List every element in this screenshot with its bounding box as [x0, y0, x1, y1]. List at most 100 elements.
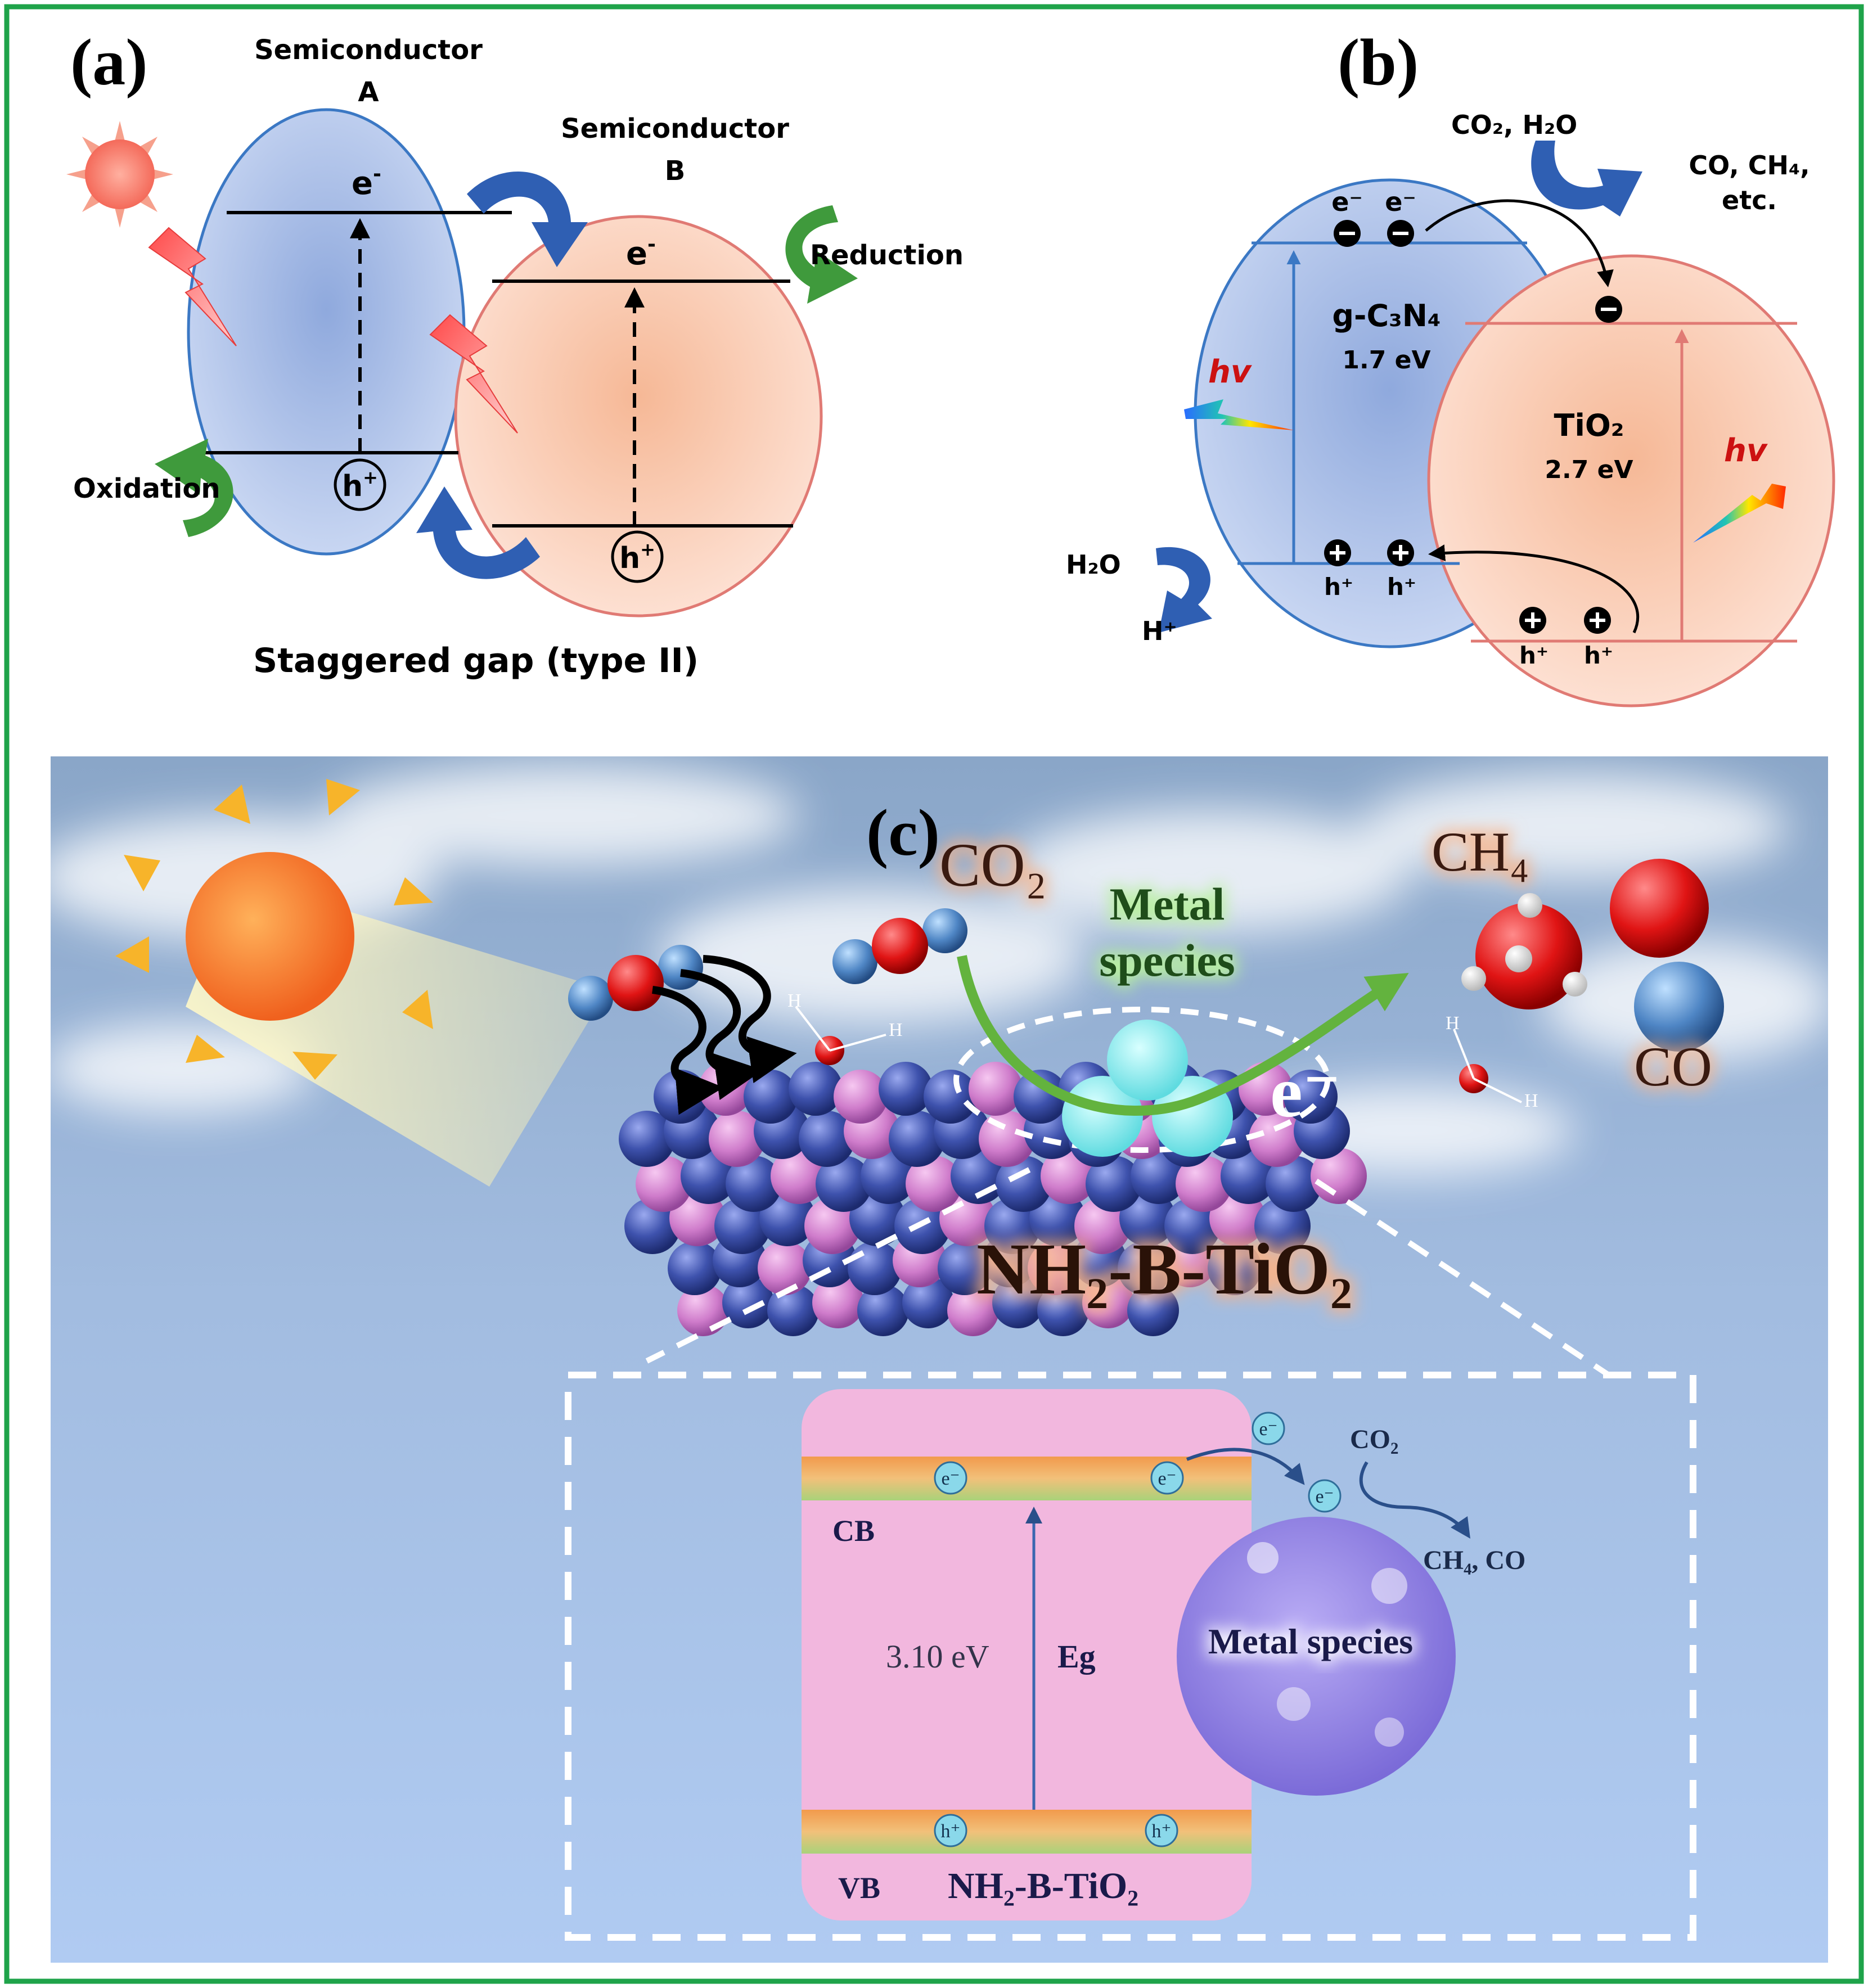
lattice-atom — [789, 1062, 843, 1116]
hole-transfer-arrow — [416, 486, 540, 579]
co-label-glow: CO — [1634, 1035, 1712, 1098]
water-oxidation-arrow — [1156, 547, 1212, 633]
lattice-atom — [924, 1070, 978, 1124]
lattice-atom — [889, 1111, 945, 1167]
electron-big-label: e⁻ — [1270, 1052, 1341, 1133]
inset-electron-1: e⁻ — [934, 1461, 967, 1495]
lattice-atom — [984, 1198, 1041, 1254]
inset-products-label: CH₄, CO — [1423, 1545, 1525, 1575]
reactants-label: CO₂, H₂O — [1451, 110, 1577, 140]
semiconductor-a-label: Semiconductor — [254, 34, 483, 66]
inset-hole-2: h⁺ — [1145, 1814, 1178, 1847]
lattice-atom — [636, 1156, 692, 1212]
co-label-group: CO CO — [1631, 1032, 1716, 1101]
ch4-molecule — [1461, 893, 1587, 1009]
co-label: CO — [1634, 1035, 1712, 1098]
metal-species-label-line2-glow: species — [1099, 935, 1235, 986]
lightning-bolt-icon-b — [429, 314, 518, 434]
water-molecule-2: H H — [1446, 1013, 1538, 1111]
tio2-name: TiO₂ — [1554, 408, 1624, 443]
electron-transfer-arrow-b — [1425, 199, 1614, 287]
band-gap-value: 3.10 eV — [886, 1638, 989, 1675]
lattice-atom — [709, 1111, 765, 1167]
hv-label-gcn: hv — [1208, 354, 1252, 390]
gcn-gap: 1.7 eV — [1342, 346, 1430, 375]
inset-electron-2: e⁻ — [1150, 1461, 1184, 1495]
co2-molecule-1 — [568, 945, 703, 1021]
lattice-atom — [714, 1198, 771, 1254]
tio2-hole-2 — [1584, 607, 1611, 634]
material-label: NH₂-B-TiO₂ — [976, 1229, 1352, 1310]
co2-label-glow: CO₂ — [939, 831, 1047, 899]
transfer-electron-label: e⁻ — [1259, 1419, 1277, 1440]
hole-label-b: h+ — [619, 539, 655, 575]
lattice-atom — [906, 1156, 962, 1212]
transfer-electron-2: e⁻ — [1308, 1479, 1342, 1513]
metal-species-label-group: Metal Metal species species — [1096, 876, 1237, 989]
inset-material-label: NH₂-B-TiO₂ — [948, 1865, 1138, 1906]
panel-a: (a) Semiconductor A — [66, 25, 964, 680]
water-molecule-1: H H — [787, 990, 903, 1065]
gcn-electron-2 — [1387, 220, 1414, 247]
ch4-label: CH₄ — [1432, 821, 1529, 883]
products-label-2: etc. — [1722, 185, 1777, 215]
co2-label-group: CO₂ CO₂ — [936, 827, 1050, 903]
inset-box — [565, 1372, 1696, 1941]
cb-band — [802, 1457, 1252, 1500]
lattice-atom — [624, 1198, 681, 1254]
panel-c: e⁻ H H H — [34, 756, 1834, 1963]
lattice-atom — [1119, 1190, 1176, 1246]
lattice-atom — [857, 1284, 909, 1336]
ch4-label-group: CH₄ CH₄ — [1428, 817, 1533, 886]
h-atom-label: H — [787, 990, 802, 1011]
tio2-hole-1 — [1519, 607, 1546, 634]
tio2-electron — [1595, 296, 1622, 323]
semiconductor-b-particle — [454, 215, 823, 617]
co-molecule — [1610, 859, 1724, 1052]
electron-to-metal-arrow — [1186, 1448, 1305, 1485]
hv-label-tio2: hv — [1724, 432, 1768, 469]
light-bolt-icon-tio2 — [1693, 484, 1786, 543]
metal-species-label-line2: species — [1099, 935, 1235, 986]
gcn-electron-label-1: e⁻ — [1331, 187, 1362, 217]
oxidation-arrow — [155, 439, 233, 537]
electron-label-a: e- — [352, 163, 381, 202]
lattice-atom — [1209, 1190, 1266, 1246]
lattice-atom — [812, 1277, 864, 1328]
lattice-atom — [1029, 1190, 1086, 1246]
lattice-atom — [1254, 1198, 1311, 1254]
metal-species-label-line1: Metal — [1110, 878, 1225, 930]
zoom-line-left — [645, 1167, 1031, 1364]
inset-co2-label: CO₂ — [1350, 1424, 1398, 1454]
active-site-highlight — [953, 1007, 1330, 1153]
co2-molecule-2 — [832, 908, 967, 984]
electron-label-b: e- — [626, 233, 656, 272]
tio2-gap: 2.7 eV — [1545, 456, 1633, 484]
inset-electron-label: e⁻ — [1158, 1468, 1176, 1489]
cb-label: CB — [832, 1514, 875, 1548]
electron-transfer-arrow — [467, 171, 588, 267]
lattice-atom — [849, 1190, 906, 1246]
gcn-hole-1 — [1324, 539, 1351, 566]
lattice-atom — [1086, 1156, 1142, 1212]
inset-metal-species-label: Metal species — [1208, 1621, 1413, 1661]
lattice-atom — [1118, 1241, 1172, 1295]
zoom-line-right — [1315, 1178, 1610, 1378]
lattice-atom — [804, 1198, 861, 1254]
lattice-atom — [1311, 1148, 1367, 1204]
inset-hole-1: h⁺ — [934, 1814, 967, 1847]
hole-circle-a — [334, 458, 386, 511]
gcn-electron-1 — [1334, 220, 1361, 247]
panel-c-label: (c) — [866, 796, 940, 869]
tio2-particle — [1427, 254, 1835, 707]
inset-hole-label: h⁺ — [1152, 1821, 1172, 1842]
gcn-hole-label-1: h⁺ — [1324, 573, 1353, 601]
panel-b-label: (b) — [1338, 25, 1419, 99]
vb-label: VB — [838, 1871, 880, 1905]
lattice-atom — [992, 1277, 1044, 1328]
ch4-label-glow: CH₄ — [1432, 821, 1529, 883]
lattice-atom — [848, 1241, 902, 1295]
lattice-atom — [1266, 1156, 1322, 1212]
lattice-atom — [1074, 1198, 1131, 1254]
